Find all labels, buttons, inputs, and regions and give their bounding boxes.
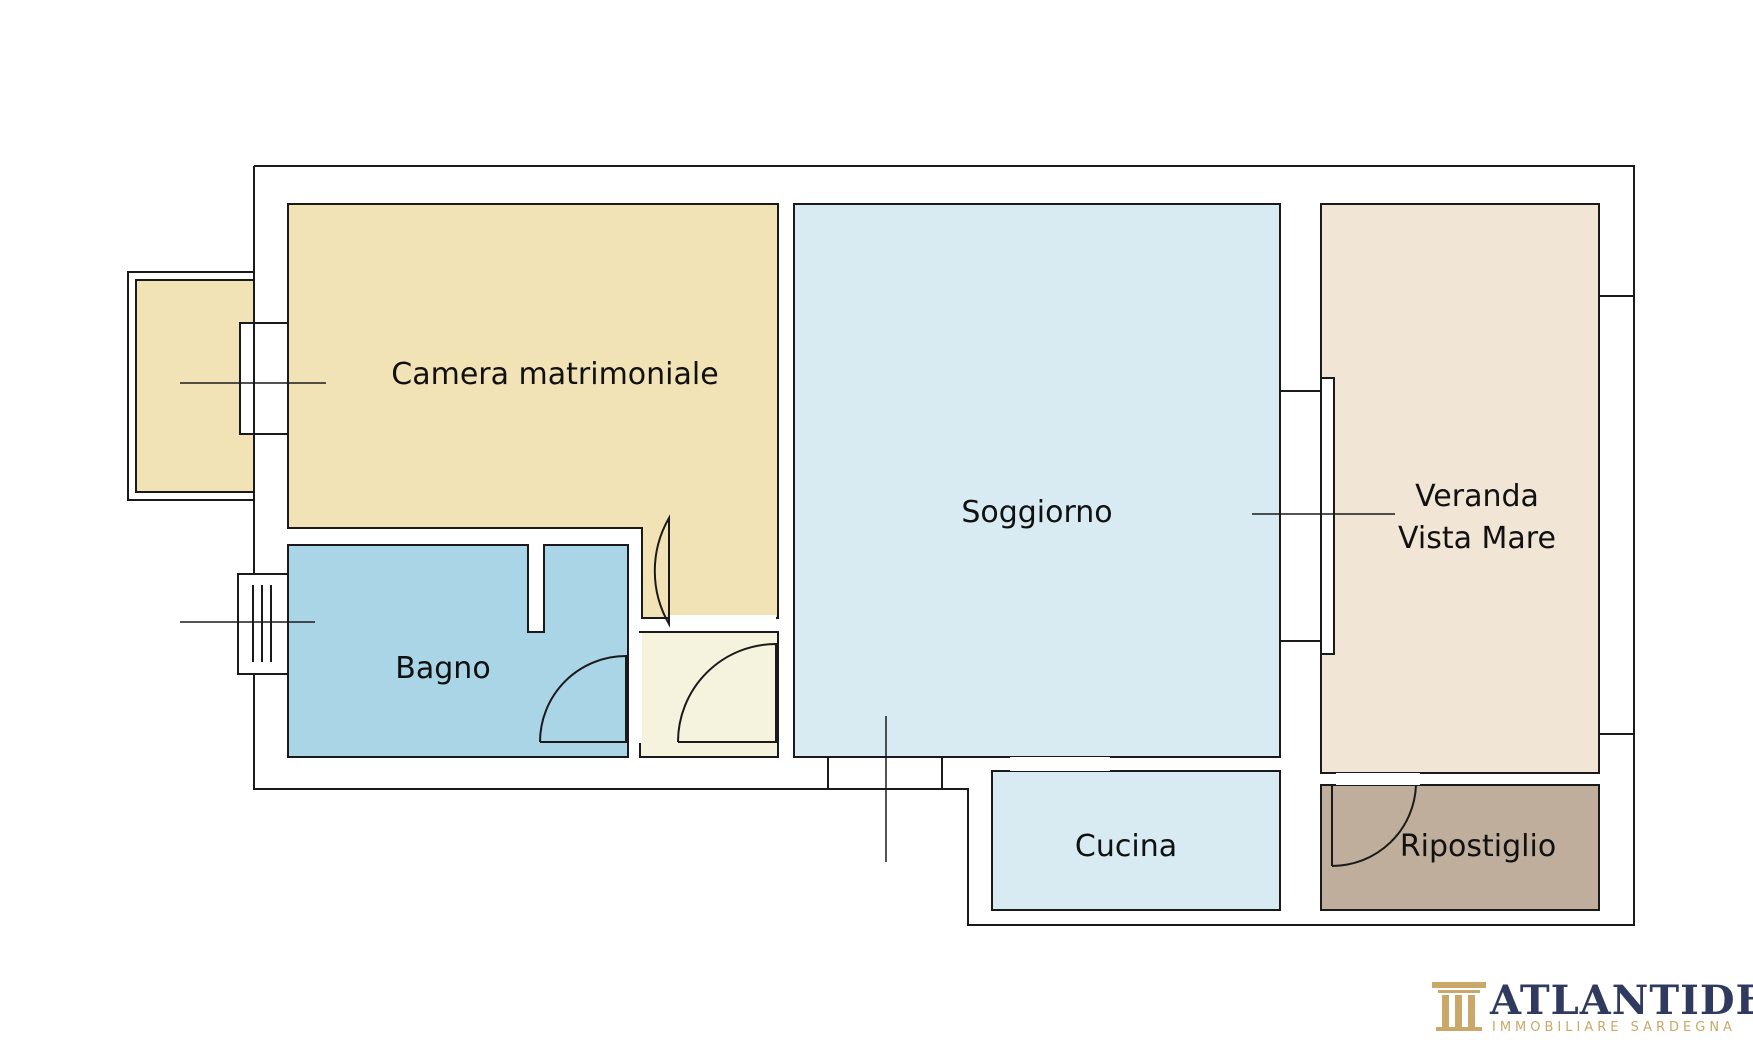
label-veranda-line1: Veranda — [1415, 479, 1539, 514]
window-veranda — [1279, 390, 1322, 642]
window-veranda-right — [1598, 295, 1635, 735]
windows — [237, 295, 1635, 790]
entrance-opening — [827, 756, 943, 790]
label-bagno: Bagno — [395, 651, 490, 686]
room-bagno — [287, 544, 629, 758]
door-swing-ripostiglio — [1331, 784, 1417, 867]
brand-name: ATLANTIDE — [1489, 977, 1753, 1024]
room-cucina — [991, 770, 1281, 911]
column-pillar-icon — [1432, 982, 1486, 1031]
room-ripostiglio — [1320, 784, 1600, 911]
room-camera-matrimoniale — [287, 203, 779, 619]
label-ripostiglio: Ripostiglio — [1400, 829, 1556, 864]
room-veranda — [1320, 203, 1600, 774]
label-camera-matrimoniale: Camera matrimoniale — [391, 357, 718, 392]
label-soggiorno: Soggiorno — [961, 495, 1112, 530]
brand-subtitle: IMMOBILIARE SARDEGNA — [1492, 1020, 1736, 1035]
door-swings — [539, 514, 1417, 867]
door-swing-corridor — [677, 642, 777, 743]
label-cucina: Cucina — [1075, 829, 1177, 864]
balcony-area — [135, 279, 255, 493]
door-openings — [630, 615, 1420, 785]
label-veranda-line2: Vista Mare — [1398, 521, 1556, 556]
reference-lines — [180, 382, 1395, 862]
door-swing-camera — [653, 514, 670, 628]
room-soggiorno — [793, 203, 1281, 758]
door-swing-bagno — [539, 654, 627, 743]
brand-logo: ATLANTIDE IMMOBILIARE SARDEGNA — [1432, 977, 1753, 1035]
corridor — [639, 631, 779, 758]
exterior-walls — [127, 165, 1635, 926]
